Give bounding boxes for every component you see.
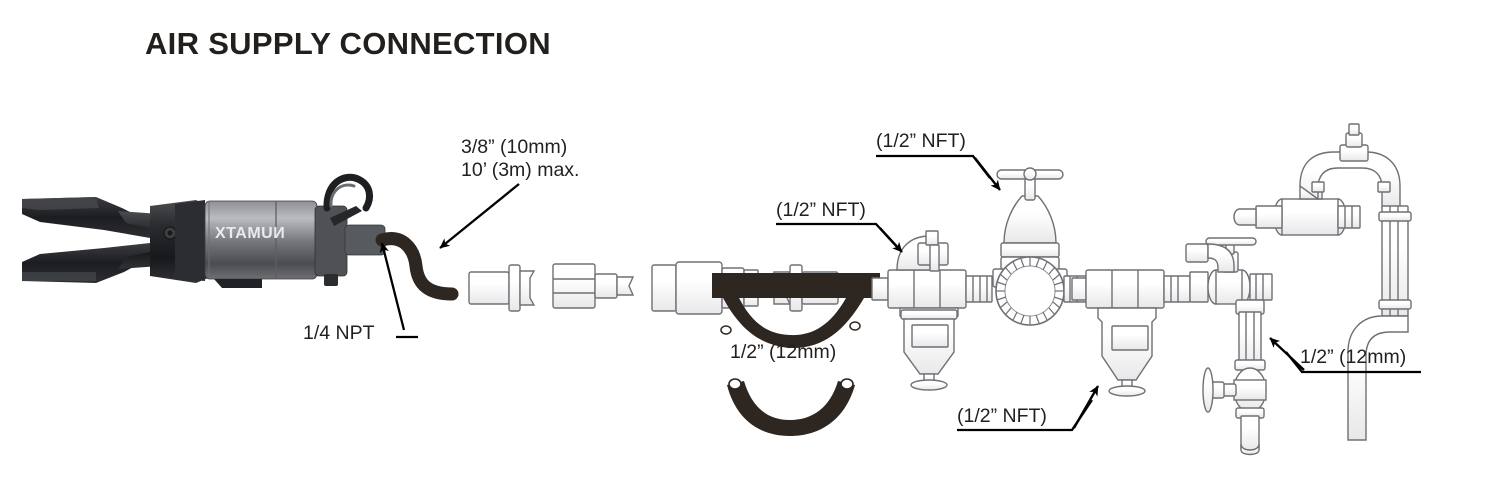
- pressure-regulator: [992, 167, 1087, 326]
- air-hose: [375, 232, 459, 301]
- drop-pipe: [712, 273, 880, 349]
- leader-hose-spec: [439, 183, 520, 249]
- label-nft-filter: (1/2” NFT): [776, 199, 866, 221]
- air-tool: XTAMUИ: [22, 173, 386, 288]
- label-tool-inlet: 1/4 NPT: [303, 322, 375, 344]
- label-nft-regulator: (1/2” NFT): [876, 130, 966, 152]
- tool-brand-text: XTAMUИ: [215, 225, 285, 242]
- leader-nft-regulator: [876, 154, 991, 179]
- hose-loop: [727, 378, 855, 436]
- label-hose-spec-line2: 10’ (3m) max.: [461, 159, 580, 181]
- label-drop-line: 1/2” (12mm): [730, 341, 837, 363]
- page-title: AIR SUPPLY CONNECTION: [145, 26, 551, 61]
- air-lubricator: [1071, 269, 1191, 397]
- riser-loop-piping: [1185, 123, 1412, 441]
- leader-nft-filter: [776, 222, 899, 249]
- air-filter: [871, 230, 993, 391]
- drain-valve: [1202, 299, 1267, 456]
- label-hose-spec-line1: 3/8” (10mm): [461, 136, 568, 158]
- label-nft-lubricator: (1/2” NFT): [957, 405, 1047, 427]
- leader-lines: [379, 154, 1421, 432]
- label-hose-spec: 3/8” (10mm) 10’ (3m) max.: [461, 136, 579, 182]
- label-main-line: 1/2” (12mm): [1300, 346, 1407, 368]
- leader-tool-inlet: [379, 242, 406, 331]
